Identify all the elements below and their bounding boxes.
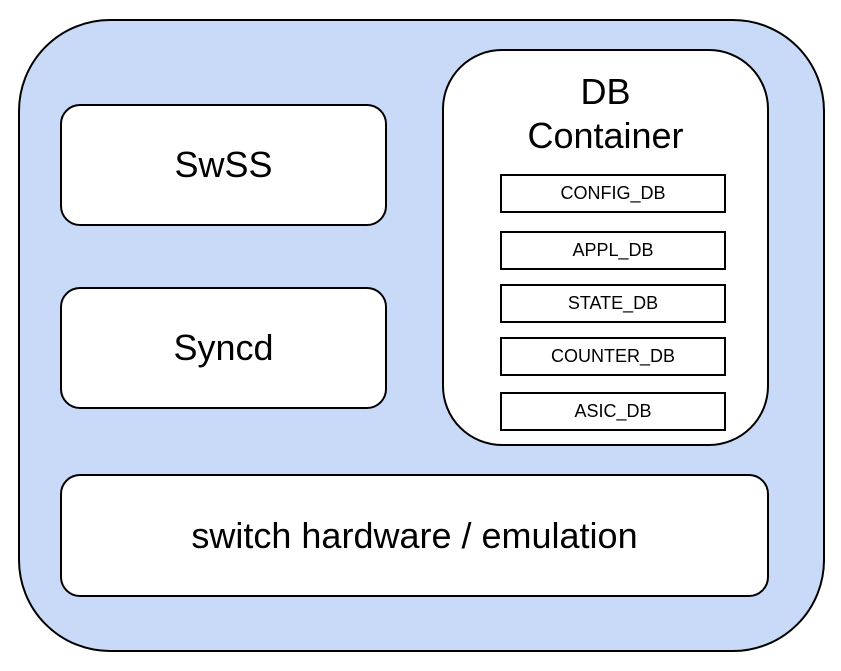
database-appl-db: APPL_DB <box>500 231 726 270</box>
database-asic-db: ASIC_DB <box>500 392 726 431</box>
syncd-label: Syncd <box>173 327 274 368</box>
syncd-component: Syncd <box>60 287 387 409</box>
database-config-db: CONFIG_DB <box>500 174 726 213</box>
db-container: DB Container CONFIG_DB APPL_DB STATE_DB … <box>442 49 769 446</box>
db-container-title: DB Container <box>444 70 767 158</box>
database-counter-db: COUNTER_DB <box>500 337 726 376</box>
db-container-title-line1: DB <box>580 71 631 112</box>
switch-hardware-component: switch hardware / emulation <box>60 474 769 597</box>
database-state-db: STATE_DB <box>500 284 726 323</box>
swss-component: SwSS <box>60 104 387 226</box>
db-container-title-line2: Container <box>527 115 684 156</box>
swss-label: SwSS <box>174 144 273 185</box>
switch-hardware-label: switch hardware / emulation <box>191 514 638 556</box>
